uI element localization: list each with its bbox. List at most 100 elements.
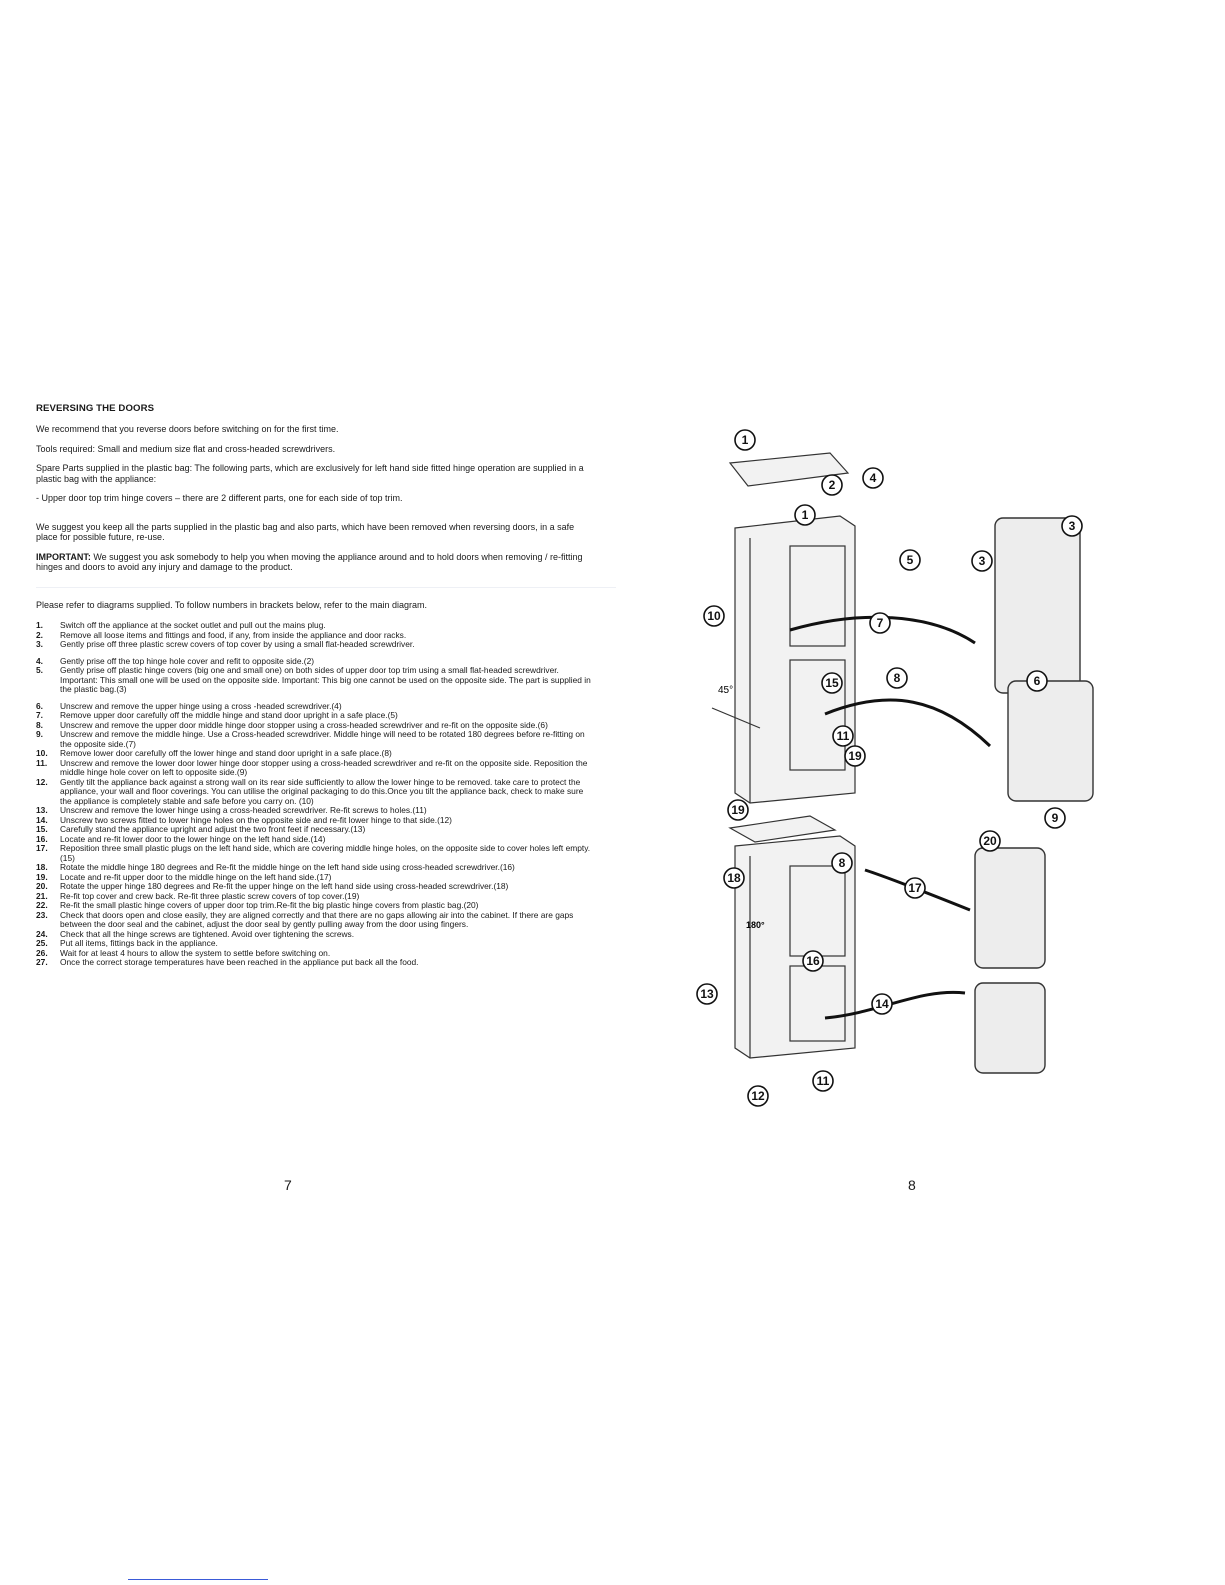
step-item: 23.Check that doors open and close easil… xyxy=(36,909,596,930)
refer-text: Please refer to diagrams supplied. To fo… xyxy=(36,599,428,610)
step-number: 7. xyxy=(36,710,43,720)
step-number: 2. xyxy=(36,629,43,640)
lower-cabinet xyxy=(734,835,856,1059)
callout-circle xyxy=(971,550,993,572)
callout-number: 18 xyxy=(727,871,741,885)
arrow-5 xyxy=(789,615,976,645)
step-number: 9. xyxy=(36,729,43,739)
step-text: Locate and re-fit upper door to the midd… xyxy=(60,871,332,882)
callout-15: 15 xyxy=(821,672,843,694)
lower-door-2 xyxy=(974,982,1046,1074)
cabinet-compartment xyxy=(789,659,846,771)
callout-circle xyxy=(904,877,926,899)
step-item: 15.Carefully stand the appliance upright… xyxy=(36,824,596,835)
step-text: Unscrew and remove the upper door middle… xyxy=(60,719,548,730)
upper-door-2 xyxy=(974,847,1046,969)
spare-parts-text: Spare Parts supplied in the plastic bag:… xyxy=(36,463,584,484)
callout-number: 16 xyxy=(806,954,820,968)
step-number: 11. xyxy=(36,757,48,768)
callout-circle xyxy=(747,1085,769,1107)
callout-number: 15 xyxy=(825,676,839,690)
step-item: 11. Unscrew and remove the lower door low… xyxy=(36,757,596,778)
callout-circle xyxy=(871,993,893,1015)
step-text: Once the correct storage temperatures ha… xyxy=(60,957,419,967)
callout-circle xyxy=(1044,807,1066,829)
section-title: REVERSING THE DOORS xyxy=(36,403,155,414)
callout-circle xyxy=(832,725,854,747)
callout-6: 6 xyxy=(1026,670,1048,692)
step-number: 27. xyxy=(36,957,48,967)
intro-text: We recommend that you reverse doors befo… xyxy=(36,424,339,434)
step-item: 16. Locate and re-fit lower door to the l… xyxy=(36,833,596,845)
callout-5: 5 xyxy=(899,549,921,571)
callout-circle xyxy=(696,983,718,1005)
callout-10: 10 xyxy=(703,605,725,627)
step-number: 4. xyxy=(36,655,43,666)
callout-number: 3 xyxy=(1069,519,1076,533)
lower-door xyxy=(1007,680,1094,802)
step-text: Gently tilt the appliance back against a… xyxy=(60,776,584,806)
step-text: Rotate the upper hinge 180 degrees and R… xyxy=(60,881,509,891)
arrow-14 xyxy=(824,990,966,1020)
step-number: 24. xyxy=(36,928,48,939)
step-number: 1. xyxy=(36,620,43,630)
step-item: 24. Check that all the hinge screws are t… xyxy=(36,928,596,940)
step-item: 20.Rotate the upper hinge 180 degrees an… xyxy=(36,881,596,892)
callout-circle xyxy=(831,852,853,874)
step-text: Check that doors open and close easily, … xyxy=(60,909,574,929)
callout-3: 3 xyxy=(971,550,993,572)
step-text: Unscrew and remove the middle hinge. Use… xyxy=(60,729,585,749)
step-item: 9. Unscrew and remove the middle hinge. U… xyxy=(36,729,596,749)
step-text: Remove upper door carefully off the midd… xyxy=(60,710,398,720)
callout-4: 4 xyxy=(862,467,884,489)
callout-number: 4 xyxy=(870,471,877,485)
callout-number: 1 xyxy=(802,508,809,522)
callout-number: 20 xyxy=(983,834,997,848)
step-item: 5.Gently prise off plastic hinge covers … xyxy=(36,665,596,695)
callout-circle xyxy=(812,1070,834,1092)
separator xyxy=(36,586,616,588)
page-number-left: 7 xyxy=(284,1177,292,1193)
step-text: Unscrew and remove the upper hinge using… xyxy=(60,700,342,711)
cabinet-compartment xyxy=(789,545,846,647)
step-number: 3. xyxy=(36,639,43,649)
keep-parts-text: We suggest you keep all the parts suppli… xyxy=(36,521,575,543)
step-item: 21.Re-fit top cover and crew back. Re-fi… xyxy=(36,890,596,902)
step-number: 13. xyxy=(36,805,48,815)
step-text: Locate and re-fit lower door to the lowe… xyxy=(60,833,326,844)
step-item: 18.Rotate the middle hinge 180 degrees a… xyxy=(36,862,596,873)
angle-label: 45° xyxy=(718,685,733,696)
callout-19: 19 xyxy=(844,745,866,767)
diagram-svg: 45° 180° 1234567891011121314151617181920… xyxy=(696,429,1094,1107)
callout-circle xyxy=(1026,670,1048,692)
step-text: Unscrew and remove the lower door lower … xyxy=(60,757,588,777)
step-number: 6. xyxy=(36,700,43,711)
callout-number: 1 xyxy=(742,433,749,447)
callout-number: 11 xyxy=(837,729,850,743)
important-note: IMPORTANT: We suggest you ask somebody t… xyxy=(36,552,596,573)
step-text: Re-fit the small plastic hinge covers of… xyxy=(60,900,479,910)
step-number: 16. xyxy=(36,833,48,844)
tools-text: Tools required: Small and medium size fl… xyxy=(36,443,336,454)
callout-20: 20 xyxy=(979,830,1001,852)
step-text: Re-fit top cover and crew back. Re-fit t… xyxy=(60,890,360,901)
callout-circle xyxy=(869,612,891,634)
step-item: 4.Gently prise off the top hinge hole co… xyxy=(36,655,596,667)
callout-circle xyxy=(703,605,725,627)
top-cover-plate xyxy=(728,452,850,487)
callout-3: 3 xyxy=(1061,515,1083,537)
step-text: Check that all the hinge screws are tigh… xyxy=(60,928,355,939)
step-text: Remove all loose items and fittings and … xyxy=(60,629,407,640)
callout-circle xyxy=(727,799,749,821)
rotate-label: 180° xyxy=(746,920,765,930)
callout-12: 12 xyxy=(747,1085,769,1107)
callout-circle xyxy=(802,950,824,972)
callout-8: 8 xyxy=(886,667,908,689)
callout-1: 1 xyxy=(734,429,756,451)
steps-list: 1.Switch off the appliance at the socket… xyxy=(36,620,596,968)
tilt-line xyxy=(711,707,761,729)
callout-circle xyxy=(1061,515,1083,537)
callout-11: 11 xyxy=(832,725,854,747)
step-number: 26. xyxy=(36,947,48,958)
step-number: 19. xyxy=(36,871,48,882)
